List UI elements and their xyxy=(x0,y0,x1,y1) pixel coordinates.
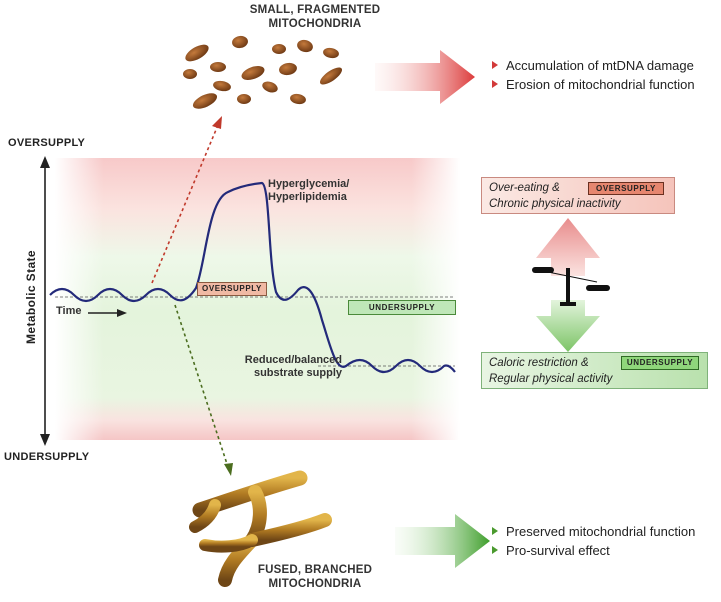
undersupply-tag: UNDERSUPPLY xyxy=(348,300,456,315)
metabolic-band-fade xyxy=(55,158,460,440)
effect-arrow-red xyxy=(375,50,475,104)
bottom-effect-item: Pro-survival effect xyxy=(492,541,695,560)
metabolic-curve xyxy=(49,181,456,374)
oversupply-tag: OVERSUPPLY xyxy=(197,282,267,296)
undersupply-causes-line2: Regular physical activity xyxy=(489,373,613,385)
bottom-effect-text: Preserved mitochondrial function xyxy=(506,524,696,539)
oversupply-box-tag: OVERSUPPLY xyxy=(588,182,664,195)
top-effect-text: Erosion of mitochondrial function xyxy=(506,77,695,92)
undersupply-causes-line1-row: Caloric restriction & UNDERSUPPLY xyxy=(489,355,707,371)
hyperglycemia-label: Hyperglycemia/ Hyperlipidemia xyxy=(268,178,349,204)
fused-caption-line1: FUSED, BRANCHED xyxy=(257,564,373,576)
bottom-effects-list: Preserved mitochondrial function Pro-sur… xyxy=(492,522,695,560)
fragmented-mitochondria xyxy=(183,35,343,109)
oversupply-causes-line1-row: Over-eating & OVERSUPPLY xyxy=(489,180,674,196)
hyperglycemia-line1: Hyperglycemia/ xyxy=(268,178,350,190)
oversupply-causes-line2: Chronic physical inactivity xyxy=(489,198,621,210)
axis-top-label: OVERSUPPLY xyxy=(8,137,86,149)
fused-caption: FUSED, BRANCHED MITOCHONDRIA xyxy=(230,563,400,591)
metabolic-axis xyxy=(40,156,50,446)
reduced-supply-line2: substrate supply xyxy=(253,367,342,379)
axis-bottom-label: UNDERSUPPLY xyxy=(4,451,90,463)
balance-arrow-up xyxy=(536,218,600,276)
hyperglycemia-line2: Hyperlipidemia xyxy=(268,191,347,203)
dotted-arrow-up-head xyxy=(212,116,222,129)
undersupply-causes-box: Caloric restriction & UNDERSUPPLY Regula… xyxy=(481,352,708,389)
time-arrow xyxy=(88,309,127,317)
fused-caption-line2: MITOCHONDRIA xyxy=(268,578,362,590)
bottom-effect-item: Preserved mitochondrial function xyxy=(492,522,695,541)
effect-arrow-green xyxy=(395,514,490,568)
bullet-triangle-icon xyxy=(492,80,498,88)
top-effects-list: Accumulation of mtDNA damage Erosion of … xyxy=(492,56,695,94)
top-effect-item: Accumulation of mtDNA damage xyxy=(492,56,695,75)
dotted-arrow-up xyxy=(151,124,219,284)
fragmented-caption: SMALL, FRAGMENTED MITOCHONDRIA xyxy=(230,3,400,31)
reduced-supply-label: Reduced/balanced substrate supply xyxy=(238,354,342,380)
balance-scale xyxy=(532,267,610,306)
axis-title: Metabolic State xyxy=(24,249,38,345)
top-effect-item: Erosion of mitochondrial function xyxy=(492,75,695,94)
dotted-arrow-down xyxy=(174,304,229,468)
fragmented-caption-line1: SMALL, FRAGMENTED xyxy=(249,4,381,16)
top-effect-text: Accumulation of mtDNA damage xyxy=(506,58,694,73)
oversupply-causes-line1: Over-eating & xyxy=(489,182,560,194)
undersupply-box-tag: UNDERSUPPLY xyxy=(621,356,699,370)
dotted-arrow-down-head xyxy=(224,463,233,476)
time-label: Time xyxy=(56,305,82,317)
fused-mitochondria xyxy=(189,470,332,587)
oversupply-causes-box: Over-eating & OVERSUPPLY Chronic physica… xyxy=(481,177,675,214)
bullet-triangle-icon xyxy=(492,527,498,535)
balance-arrow-down xyxy=(536,300,600,352)
undersupply-causes-line1: Caloric restriction & xyxy=(489,357,589,369)
bullet-triangle-icon xyxy=(492,546,498,554)
reduced-supply-line1: Reduced/balanced xyxy=(244,354,342,366)
bottom-effect-text: Pro-survival effect xyxy=(506,543,610,558)
fragmented-caption-line2: MITOCHONDRIA xyxy=(268,18,362,30)
bullet-triangle-icon xyxy=(492,61,498,69)
